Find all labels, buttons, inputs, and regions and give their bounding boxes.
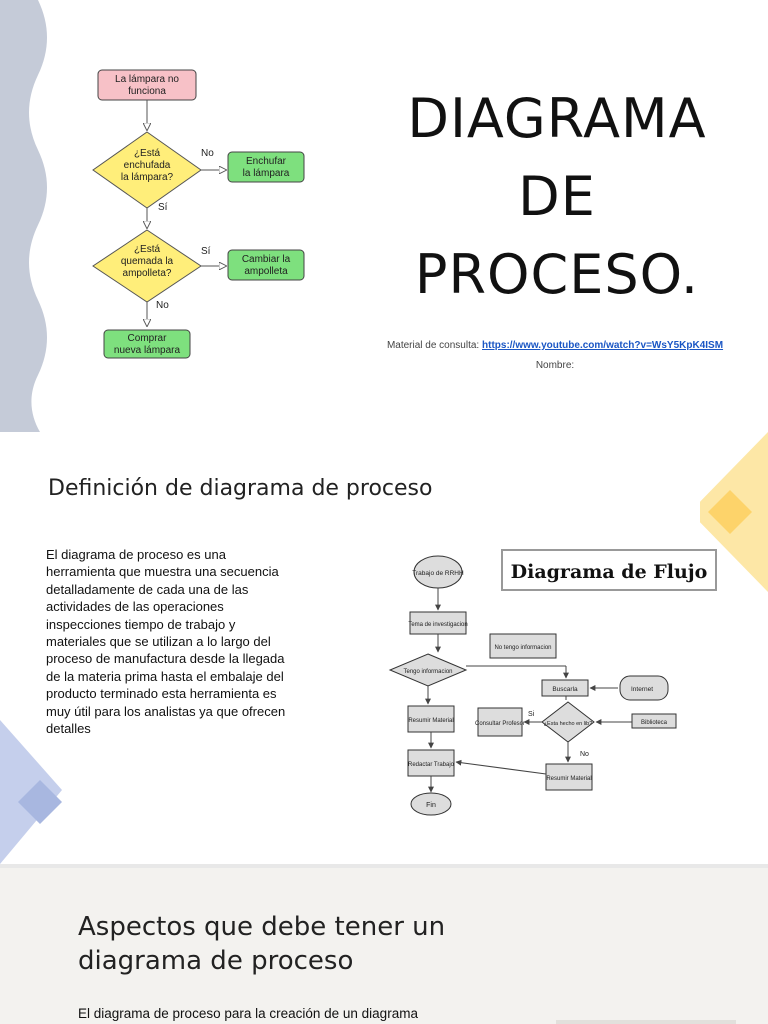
svg-text:funciona: funciona	[128, 86, 166, 97]
flujo-diagram-image: Diagrama de Flujo Trabajo de RRHH Tema d…	[388, 549, 717, 816]
svg-text:enchufada: enchufada	[124, 160, 171, 171]
svg-text:Comprar: Comprar	[128, 333, 168, 344]
svg-text:¿Está: ¿Está	[134, 148, 161, 159]
aspects-heading: Aspectos que debe tener un diagrama de p…	[78, 912, 446, 976]
flujo-title: Diagrama de Flujo	[511, 561, 708, 583]
svg-text:nueva lámpara: nueva lámpara	[114, 345, 181, 356]
svg-text:Redactar Trabajo: Redactar Trabajo	[408, 762, 455, 768]
start-text: La lámpara no	[115, 74, 179, 85]
blue-diamond-decoration	[0, 720, 62, 864]
svg-text:Trabajo de RRHH: Trabajo de RRHH	[412, 570, 464, 577]
definition-paragraph: El diagrama de proceso es una herramient…	[46, 547, 286, 737]
slide-title-heading: DIAGRAMA DE PROCESO.	[392, 80, 722, 314]
yellow-diamond-decoration	[700, 432, 768, 592]
wave-decoration	[0, 0, 47, 432]
svg-text:Resumir Material: Resumir Material	[408, 718, 453, 724]
svg-text:Biblioteca: Biblioteca	[641, 720, 668, 726]
svg-text:Tema de investigacion: Tema de investigacion	[408, 622, 467, 628]
svg-text:Resumir Material: Resumir Material	[546, 776, 591, 782]
svg-text:Cambiar la: Cambiar la	[242, 254, 291, 265]
svg-text:ampolleta: ampolleta	[244, 266, 288, 277]
reference-label: Material de consulta:	[386, 340, 480, 351]
name-label: Nombre:	[535, 360, 575, 371]
title-line-3: PROCESO.	[414, 243, 700, 306]
end-box	[103, 329, 191, 359]
svg-text:Enchufar: Enchufar	[246, 156, 287, 167]
reference-link[interactable]: https://www.youtube.com/watch?v=WsY5KpK4…	[482, 340, 724, 351]
svg-text:Sí: Sí	[201, 246, 211, 257]
slide-title: La lámpara no funciona ¿Está enchufada l…	[0, 0, 768, 432]
svg-text:quemada la: quemada la	[121, 256, 174, 267]
svg-text:Internet: Internet	[631, 686, 653, 693]
svg-text:No: No	[201, 148, 214, 159]
slide-separator-2	[0, 864, 768, 868]
action1-box	[227, 151, 305, 183]
svg-text:No: No	[156, 300, 169, 311]
svg-text:¿Está: ¿Está	[134, 244, 161, 255]
definition-heading: Definición de diagrama de proceso	[48, 476, 433, 501]
title-line-2: DE	[518, 165, 596, 228]
aspects-paragraph: El diagrama de proceso para la creación …	[78, 1006, 418, 1021]
reference-line: Material de consulta: https://www.youtub…	[360, 340, 750, 351]
svg-text:Sí: Sí	[158, 202, 168, 213]
svg-text:la lámpara?: la lámpara?	[121, 172, 174, 183]
svg-text:la lámpara: la lámpara	[243, 168, 290, 179]
svg-text:¿Esta hecho en lib?: ¿Esta hecho en lib?	[544, 721, 593, 727]
svg-text:Tengo informacion: Tengo informacion	[403, 669, 452, 675]
svg-text:Buscarla: Buscarla	[552, 686, 578, 693]
svg-text:No: No	[580, 751, 589, 758]
action2-box	[227, 249, 305, 281]
lamp-flowchart: La lámpara no funciona ¿Está enchufada l…	[92, 69, 305, 359]
svg-text:No tengo informacion: No tengo informacion	[494, 645, 551, 651]
svg-text:Consultar Profesor: Consultar Profesor	[475, 721, 525, 727]
svg-text:Si: Si	[528, 711, 535, 718]
image-placeholder	[556, 1020, 736, 1024]
svg-text:Fin: Fin	[426, 802, 436, 809]
title-line-1: DIAGRAMA	[407, 87, 707, 150]
slide-aspects: Aspectos que debe tener un diagrama de p…	[0, 868, 768, 1024]
slide-definition: Definición de diagrama de proceso El dia…	[0, 432, 768, 864]
svg-text:ampolleta?: ampolleta?	[123, 268, 172, 279]
